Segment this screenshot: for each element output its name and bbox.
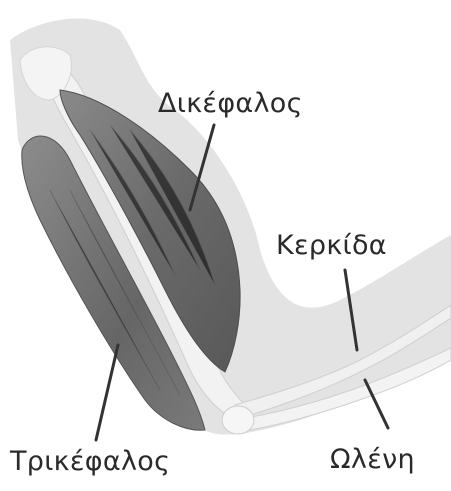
- label-biceps: Δικέφαλος: [158, 88, 303, 119]
- triceps-leader-line: [96, 345, 118, 440]
- label-ulna: Ωλένη: [330, 444, 415, 475]
- label-triceps: Τρικέφαλος: [10, 446, 170, 477]
- label-radius: Κερκίδα: [276, 230, 387, 261]
- elbow-joint: [222, 406, 254, 434]
